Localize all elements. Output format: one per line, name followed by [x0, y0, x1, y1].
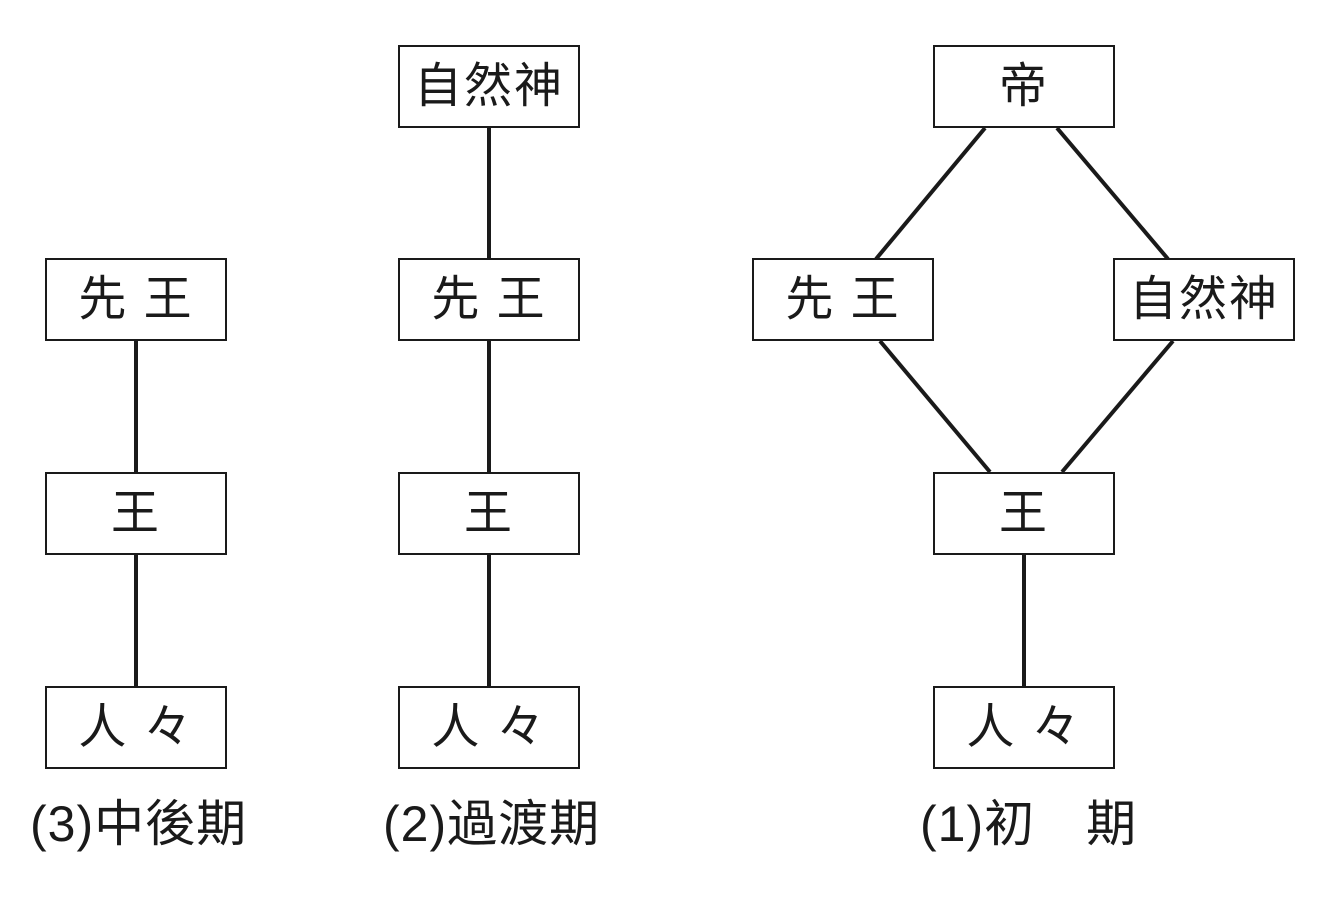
caption-middle-late-period: (3)中後期 [30, 796, 248, 852]
d3-node-former-kings: 先 王 [45, 258, 227, 341]
d1-edge-former-kings-king [878, 339, 992, 474]
d2-node-people: 人 々 [398, 686, 580, 769]
d1-edge-nature-gods-king [1060, 339, 1175, 474]
d1-node-king: 王 [933, 472, 1115, 555]
caption-transition-period: (2)過渡期 [383, 796, 601, 852]
d1-node-former-kings: 先 王 [752, 258, 934, 341]
d1-node-di: 帝 [933, 45, 1115, 128]
caption-early-period: (1)初 期 [920, 796, 1138, 852]
d1-edge-di-nature-gods [1055, 126, 1170, 261]
d2-node-king: 王 [398, 472, 580, 555]
d3-node-king: 王 [45, 472, 227, 555]
d1-edge-di-former-kings [874, 126, 987, 261]
d1-node-people: 人 々 [933, 686, 1115, 769]
d2-node-former-kings: 先 王 [398, 258, 580, 341]
d2-node-nature-gods: 自然神 [398, 45, 580, 128]
d3-node-people: 人 々 [45, 686, 227, 769]
d1-node-nature-gods: 自然神 [1113, 258, 1295, 341]
